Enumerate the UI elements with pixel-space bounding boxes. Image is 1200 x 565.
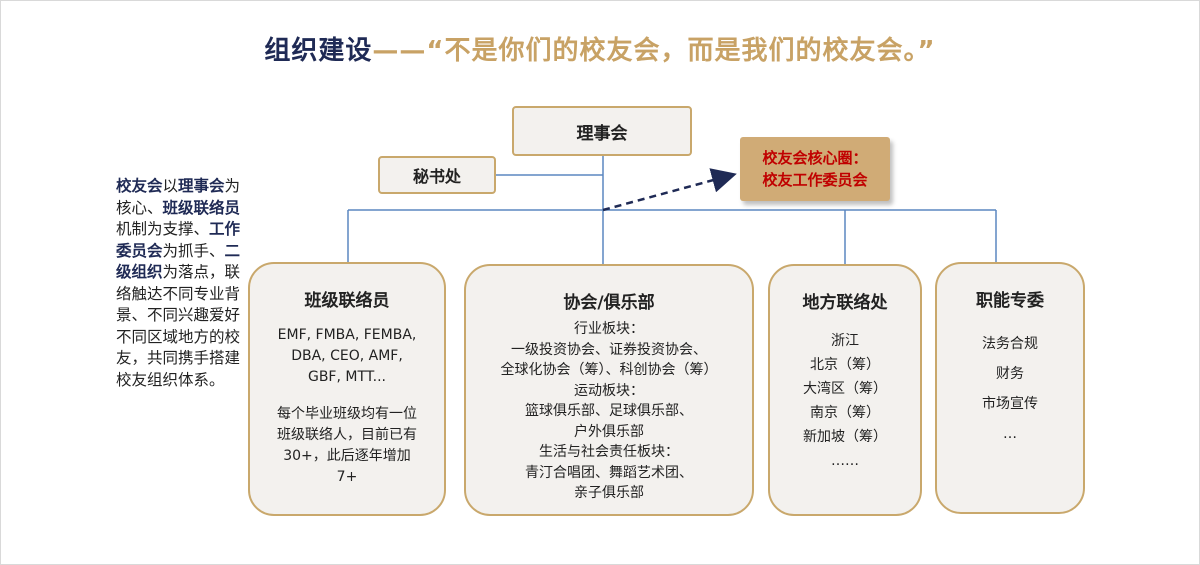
regional-title: 地方联络处 (802, 293, 888, 313)
description-text: 为抓手、 (162, 241, 225, 260)
core-arrow (602, 168, 737, 212)
secretariat-label: 秘书处 (412, 167, 461, 186)
association-line: 运动板块： (574, 382, 644, 399)
description-highlight: 班级联络员 (162, 198, 241, 217)
left-description: 校友会以理事会为核心、班级联络员机制为支撑、工作委员会为抓手、二级组织为落点，联… (116, 176, 241, 391)
association-line: 青汀合唱团、舞蹈艺术团、 (525, 464, 693, 481)
title-dash: —— (372, 36, 427, 66)
description-highlight: 理事会 (178, 177, 225, 195)
description-highlight: 工作委员会 (116, 220, 241, 260)
note-line: 班级联络人，目前已有 (277, 427, 417, 443)
class-liaison-title: 班级联络员 (304, 291, 390, 311)
core-circle-line2: 校友工作委员会 (762, 171, 868, 189)
region-item: 北京（筹） (810, 357, 880, 373)
function-item: 法务合规 (982, 336, 1038, 352)
region-item: 新加坡（筹） (803, 429, 887, 445)
association-line: 一级投资协会、证券投资协会、 (511, 341, 707, 358)
region-item: 大湾区（筹） (803, 381, 887, 397)
description-highlight: 二级组织 (116, 241, 241, 282)
description-text: 为落点，联络触达不同专业背景、不同兴趣爱好不同区域地方的校友，共同携手搭建校友组… (116, 263, 241, 389)
description-text: 机制为支撑、 (116, 220, 210, 238)
function-item: 市场宣传 (982, 396, 1038, 412)
association-line: 篮球俱乐部、足球俱乐部、 (525, 403, 693, 419)
association-title: 协会/俱乐部 (563, 293, 655, 313)
class-liaison-node: 班级联络员 EMF, FMBA, FEMBA, DBA, CEO, AMF, G… (248, 262, 446, 516)
function-item: 财务 (996, 366, 1024, 382)
class-liaison-programs: EMF, FMBA, FEMBA, DBA, CEO, AMF, GBF, MT… (250, 325, 444, 388)
function-item: … (1003, 426, 1017, 442)
association-line: 生活与社会责任板块： (539, 444, 679, 460)
description-text: 为核心、 (116, 177, 241, 217)
association-line: 全球化协会（筹）、科创协会（筹） (500, 362, 718, 378)
program-line: GBF, MTT... (307, 369, 387, 385)
functional-title: 职能专委 (976, 291, 1044, 311)
secretariat-node: 秘书处 (378, 156, 496, 194)
region-item: 浙江 (831, 333, 859, 349)
functional-list: 法务合规 财务 市场宣传 … (937, 329, 1083, 449)
note-line: 每个毕业班级均有一位 (277, 406, 417, 422)
association-list: 行业板块： 一级投资协会、证券投资协会、 全球化协会（筹）、科创协会（筹） 运动… (466, 319, 752, 504)
region-item: 南京（筹） (810, 405, 880, 421)
title-main: 组织建设 (264, 36, 373, 66)
program-line: EMF, FMBA, FEMBA, (277, 327, 417, 343)
title-quote: “不是你们的校友会，而是我们的校友会。” (426, 36, 936, 66)
note-line: 7+ (336, 469, 358, 485)
council-node: 理事会 (512, 106, 692, 156)
description-text: 以 (162, 177, 179, 195)
description-highlight: 校友会 (116, 177, 163, 195)
association-node: 协会/俱乐部 行业板块： 一级投资协会、证券投资协会、 全球化协会（筹）、科创协… (464, 264, 754, 516)
core-circle-line1: 校友会核心圈： (762, 149, 868, 167)
association-line: 户外俱乐部 (574, 423, 644, 440)
regional-list: 浙江 北京（筹） 大湾区（筹） 南京（筹） 新加坡（筹） …… (770, 329, 920, 473)
regional-node: 地方联络处 浙江 北京（筹） 大湾区（筹） 南京（筹） 新加坡（筹） …… (768, 264, 922, 516)
council-label: 理事会 (576, 123, 628, 144)
association-line: 行业板块： (574, 321, 644, 337)
program-line: DBA, CEO, AMF, (291, 348, 403, 364)
class-liaison-note: 每个毕业班级均有一位 班级联络人，目前已有 30+，此后逐年增加 7+ (250, 404, 444, 488)
slide-title: 组织建设——“不是你们的校友会，而是我们的校友会。” (0, 30, 1200, 67)
region-item: …… (831, 453, 859, 469)
note-line: 30+，此后逐年增加 (283, 448, 411, 464)
functional-node: 职能专委 法务合规 财务 市场宣传 … (935, 262, 1085, 514)
core-circle-node: 校友会核心圈： 校友工作委员会 (740, 137, 890, 201)
association-line: 亲子俱乐部 (574, 485, 644, 501)
